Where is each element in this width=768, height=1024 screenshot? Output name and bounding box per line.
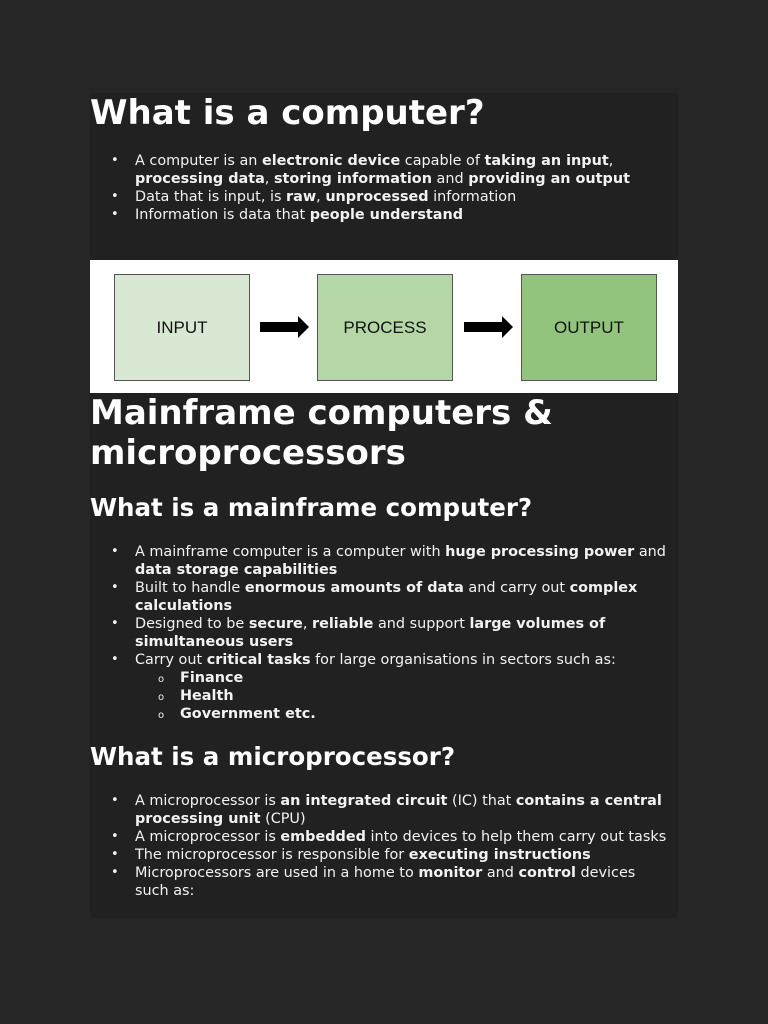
bold-text: electronic device: [261, 153, 401, 169]
heading-what-is-a-computer: What is a computer?: [90, 93, 485, 133]
bold-text: people understand: [309, 207, 464, 223]
bold-text: enormous amounts of data: [244, 580, 464, 596]
process-box: PROCESS: [317, 274, 453, 381]
arrow-shape: [464, 316, 513, 338]
text-run: and support: [373, 616, 470, 632]
bullet-item: Data that is input, is raw, unprocessed …: [111, 188, 670, 206]
sector-list: FinanceHealthGovernment etc.: [135, 669, 670, 725]
bold-text: unprocessed: [325, 189, 429, 205]
bullet-item: Built to handle enormous amounts of data…: [111, 579, 670, 615]
text-run: into devices to help them carry out task…: [365, 829, 667, 845]
bold-text: contains a central processing unit: [135, 793, 662, 827]
bullet-item: Designed to be secure, reliable and supp…: [111, 615, 670, 651]
text-run: (CPU): [260, 811, 306, 827]
text-run: and: [634, 544, 666, 560]
text-run: information: [428, 189, 517, 205]
bold-text: taking an input: [484, 153, 609, 169]
bold-text: storing information: [273, 171, 432, 187]
text-run: A microprocessor is: [135, 793, 281, 809]
bullet-item: Microprocessors are used in a home to mo…: [111, 864, 670, 900]
text-run: ,: [302, 616, 312, 632]
text-run: and carry out: [463, 580, 570, 596]
bold-text: complex calculations: [135, 580, 638, 614]
bold-text: an integrated circuit: [280, 793, 448, 809]
text-run: A mainframe computer is a computer with: [135, 544, 446, 560]
heading-mainframe-and-microprocessors: Mainframe computers & microprocessors: [90, 393, 553, 473]
sector-item: Health: [158, 687, 670, 707]
arrow-right-icon: [260, 316, 309, 338]
bullet-item: The microprocessor is responsible for ex…: [111, 846, 670, 864]
input-process-output-diagram: INPUT PROCESS OUTPUT: [90, 260, 678, 393]
bullet-item: A mainframe computer is a computer with …: [111, 543, 670, 579]
bold-text: large volumes of simultaneous users: [135, 616, 606, 650]
text-run: (IC) that: [447, 793, 516, 809]
computer-definition-list: A computer is an electronic device capab…: [111, 152, 670, 224]
bullet-item: Carry out critical tasks for large organ…: [111, 651, 670, 725]
text-run: Carry out: [135, 652, 207, 668]
text-run: ,: [264, 171, 274, 187]
text-run: capable of: [400, 153, 485, 169]
text-run: Data that is input, is: [135, 189, 287, 205]
arrow-right-icon: [464, 316, 513, 338]
bold-text: control: [518, 865, 576, 881]
text-run: and: [482, 865, 519, 881]
bold-text: providing an output: [468, 171, 630, 187]
text-run: for large organisations in sectors such …: [310, 652, 616, 668]
mainframe-list: A mainframe computer is a computer with …: [111, 543, 670, 725]
bold-text: huge processing power: [445, 544, 635, 560]
bold-text: monitor: [418, 865, 483, 881]
bold-text: data storage capabilities: [135, 562, 338, 578]
sector-item: Finance: [158, 669, 670, 689]
bullet-item: A microprocessor is embedded into device…: [111, 828, 670, 846]
bullet-item: Information is data that people understa…: [111, 206, 670, 224]
bold-text: raw: [286, 189, 317, 205]
text-run: A microprocessor is: [135, 829, 281, 845]
heading-what-is-a-microprocessor: What is a microprocessor?: [90, 742, 456, 771]
text-run: Microprocessors are used in a home to: [135, 865, 419, 881]
text-run: The microprocessor is responsible for: [135, 847, 409, 863]
text-run: devices such as:: [135, 865, 636, 899]
text-run: ,: [316, 189, 326, 205]
text-run: A computer is an: [135, 153, 262, 169]
bold-text: reliable: [311, 616, 374, 632]
sector-item: Government etc.: [158, 705, 670, 725]
text-run: Designed to be: [135, 616, 249, 632]
microprocessor-list: A microprocessor is an integrated circui…: [111, 792, 670, 900]
output-box: OUTPUT: [521, 274, 657, 381]
input-box: INPUT: [114, 274, 250, 381]
text-run: Built to handle: [135, 580, 245, 596]
bold-text: secure: [248, 616, 303, 632]
document-page: What is a computer? A computer is an ele…: [90, 93, 678, 918]
text-run: and: [431, 171, 469, 187]
heading-what-is-a-mainframe: What is a mainframe computer?: [90, 493, 533, 522]
bold-text: executing instructions: [408, 847, 591, 863]
bold-text: processing data: [135, 171, 265, 187]
text-run: Information is data that: [135, 207, 310, 223]
bold-text: embedded: [280, 829, 366, 845]
text-run: ,: [608, 153, 614, 169]
bullet-item: A microprocessor is an integrated circui…: [111, 792, 670, 828]
arrow-shape: [260, 316, 309, 338]
bullet-item: A computer is an electronic device capab…: [111, 152, 670, 188]
bold-text: critical tasks: [206, 652, 311, 668]
